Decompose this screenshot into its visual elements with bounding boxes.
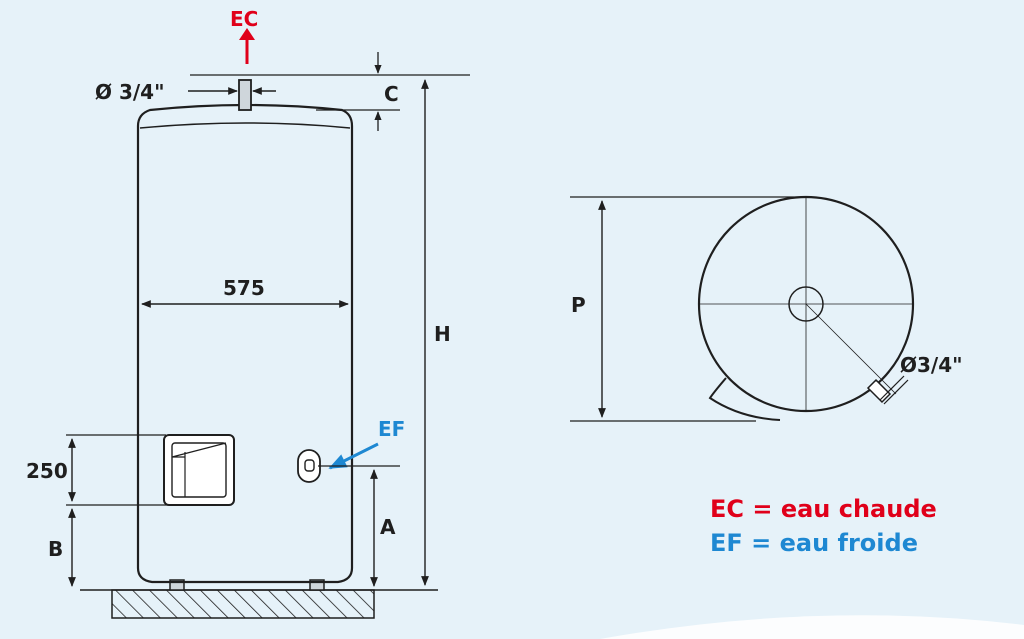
dim-width-label: 575 <box>223 276 265 300</box>
ef-arrow <box>328 442 379 470</box>
tank-cap <box>139 122 351 129</box>
outlet-pipe <box>238 79 252 111</box>
inlet-dim-2 <box>879 375 905 401</box>
inlet-fitting <box>297 449 321 483</box>
legend-ef: EF = eau froide <box>710 529 918 557</box>
control-box-inner <box>171 442 227 498</box>
control-box-detail <box>171 442 227 497</box>
ef-diameter-label: Ø3/4" <box>900 353 963 377</box>
background-wave <box>600 615 1024 639</box>
control-box-bump <box>708 377 781 421</box>
dim-b-label: B <box>48 537 63 561</box>
ef-label: EF <box>378 417 405 441</box>
inlet-diagonal <box>805 303 897 395</box>
ec-diameter-label: Ø 3/4" <box>95 80 165 104</box>
ec-arrow-head <box>239 28 255 40</box>
foot-right <box>309 579 325 591</box>
top-view: Ø3/4" P <box>570 195 963 422</box>
center-outlet <box>788 286 824 322</box>
dim-h-label: H <box>434 322 451 346</box>
control-box-outer <box>163 434 235 506</box>
inlet-dim-1 <box>883 379 909 405</box>
inlet-fitting-core <box>304 459 315 472</box>
dim-250-label: 250 <box>26 459 68 483</box>
dim-p-label: P <box>571 293 586 317</box>
inlet-stub <box>866 378 892 404</box>
dim-c-label: C <box>384 82 399 106</box>
dim-a-label: A <box>380 515 396 539</box>
legend-ec: EC = eau chaude <box>710 495 937 523</box>
legend: EC = eau chaude EF = eau froide <box>710 492 937 560</box>
floor-hatch <box>111 589 375 619</box>
tank-body <box>136 103 354 584</box>
front-view: EC Ø 3/4" C H 575 EF A 250 B <box>26 7 470 619</box>
ec-label: EC <box>230 7 258 31</box>
foot-left <box>169 579 185 591</box>
